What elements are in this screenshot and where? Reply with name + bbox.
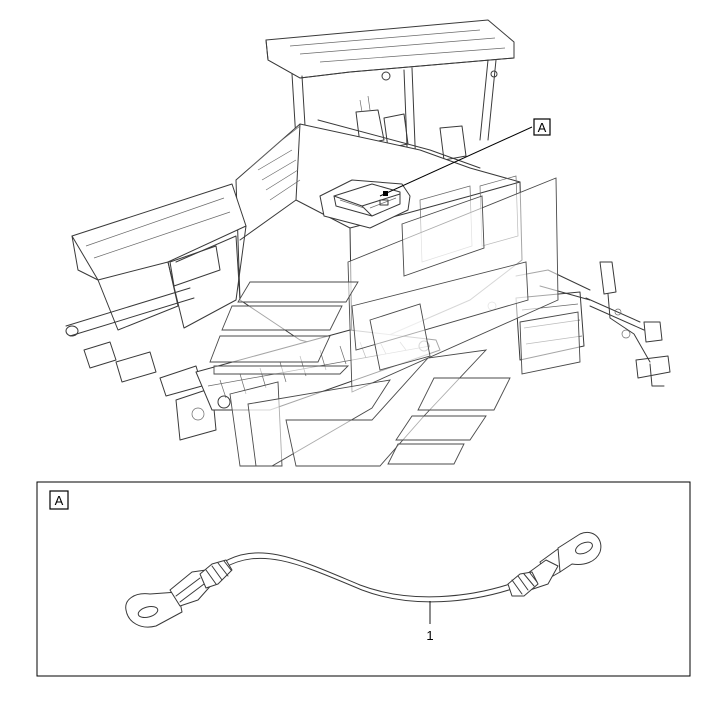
callout-a-leader	[379, 126, 533, 197]
cutaway-overlay-panels	[209, 177, 581, 467]
right-cable-boot	[507, 571, 539, 597]
ground-strap-cable	[125, 532, 602, 628]
material-hopper	[71, 183, 247, 331]
push-rollers	[65, 287, 217, 441]
part-number-1: 1	[426, 628, 433, 643]
callout-a-label: A	[538, 120, 547, 135]
detail-view-frame: A	[36, 481, 691, 677]
part-1-callout: 1	[426, 601, 434, 643]
paver-machine-drawing: A	[65, 19, 671, 467]
detail-frame-label: A	[55, 493, 64, 508]
left-cable-boot	[199, 559, 233, 589]
callout-a-tag: A	[533, 118, 551, 136]
